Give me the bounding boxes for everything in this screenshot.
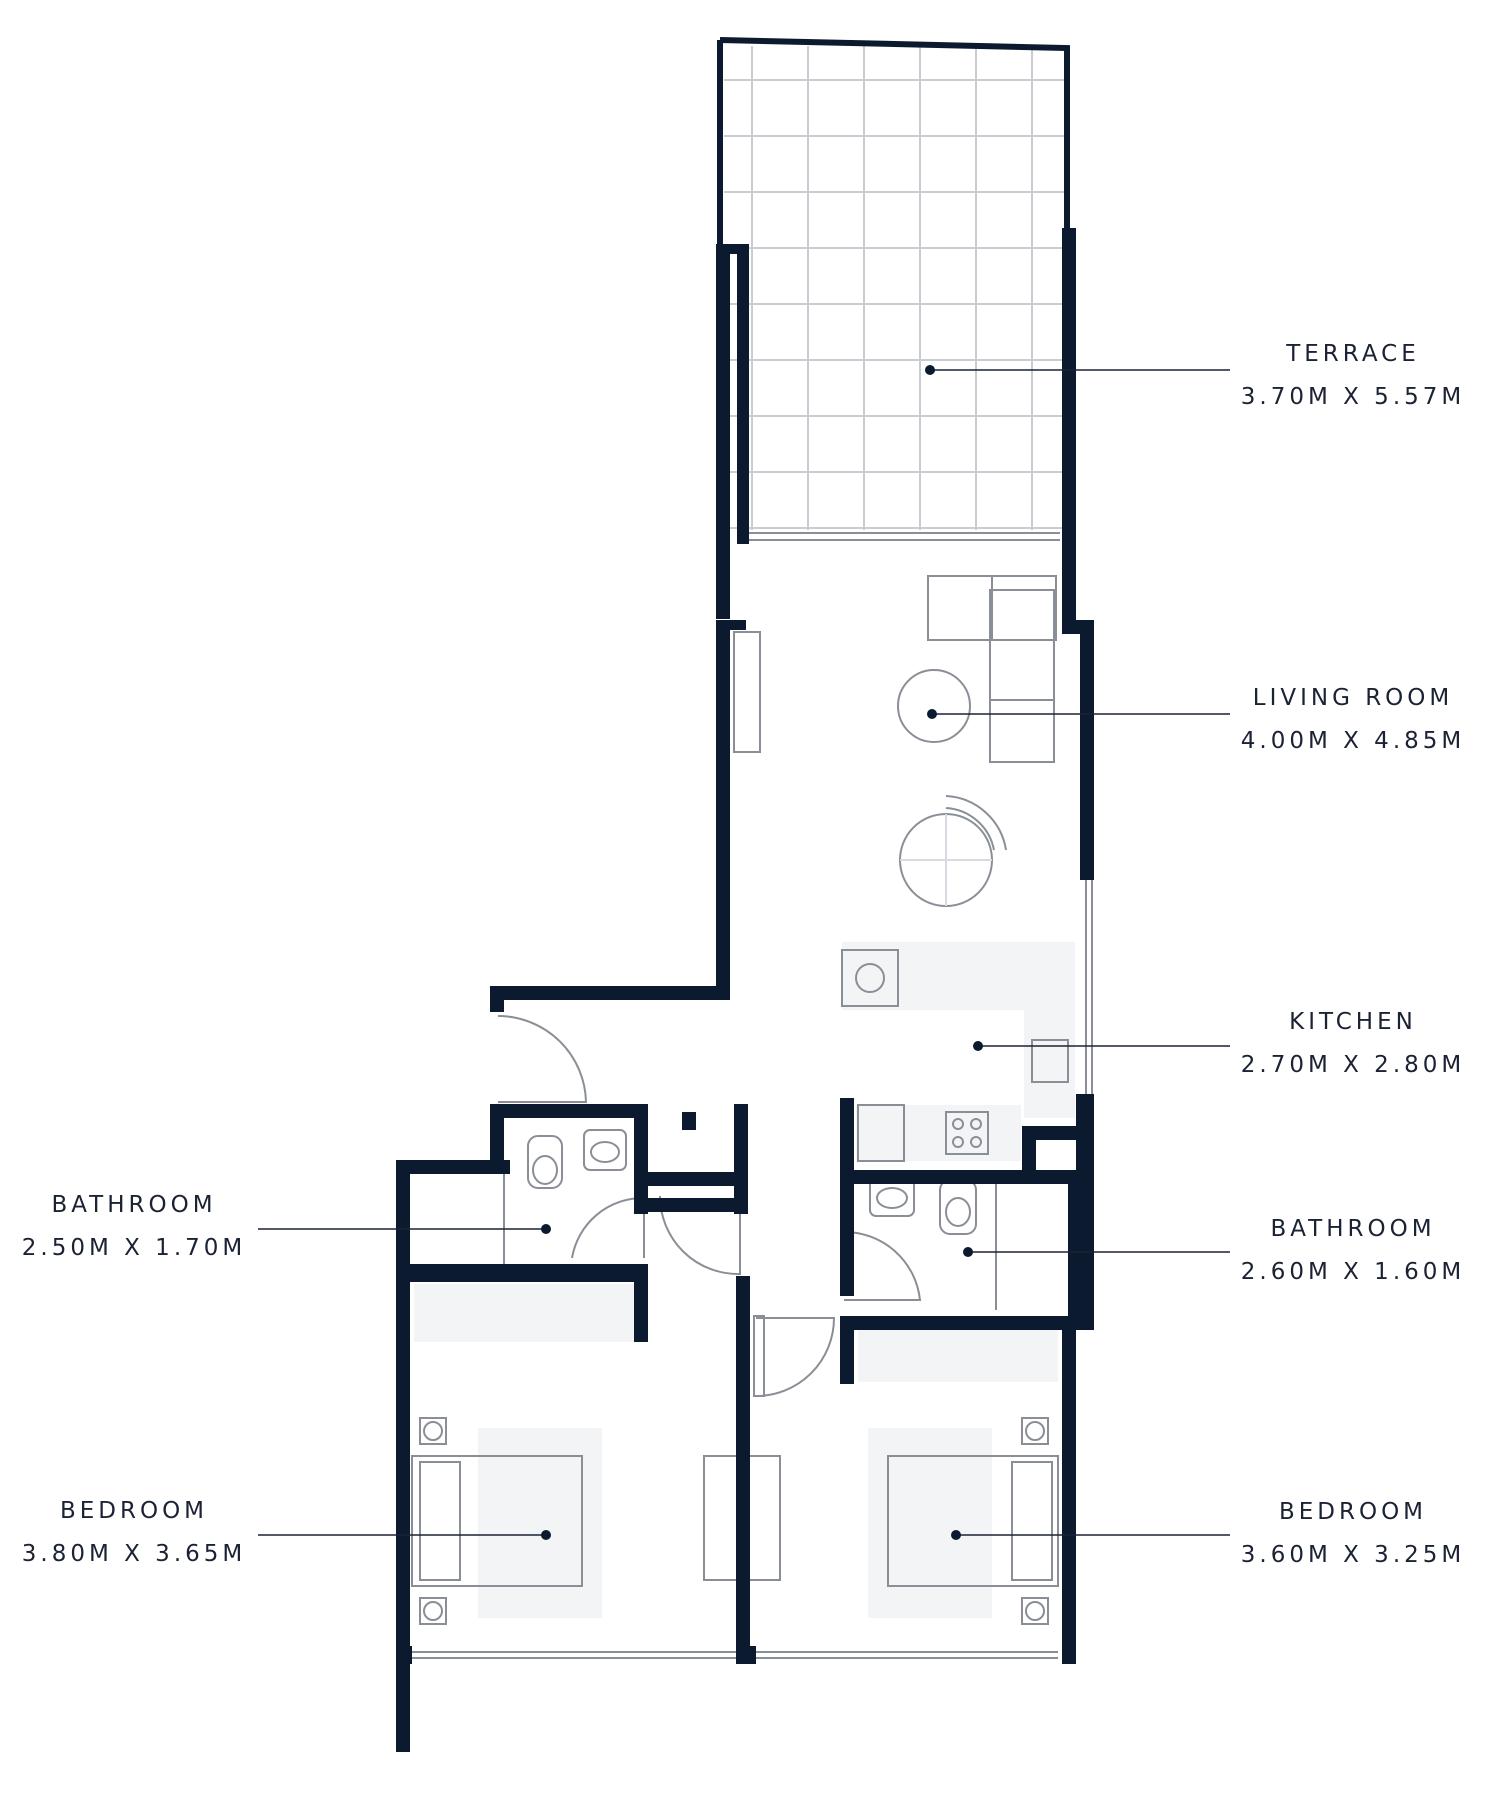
- living-room-name: LIVING ROOM: [1252, 685, 1454, 711]
- door-panel-living: [733, 631, 761, 753]
- bathroom-left-name: BATHROOM: [51, 1192, 217, 1218]
- bedroom-left-size: 3.80M X 3.65M: [21, 1541, 247, 1567]
- nightstand-right-top: [1021, 1417, 1049, 1445]
- wall-segment: [716, 244, 730, 619]
- wall-segment: [840, 1170, 1080, 1184]
- bed-right: [887, 1455, 1059, 1587]
- wardrobe-right: [858, 1328, 1058, 1382]
- bedroom-left-label: BEDROOM 3.80M X 3.65M: [0, 1490, 304, 1576]
- bathroom-right-door-swing: [843, 1230, 922, 1301]
- wall-segment: [682, 1112, 696, 1130]
- nightstand-left-top: [419, 1417, 447, 1445]
- wall-segment: [1062, 228, 1076, 628]
- bathroom-right-leader-dot: [963, 1247, 973, 1257]
- bedroom-right-leader-dot: [951, 1530, 961, 1540]
- wall-segment: [634, 1172, 748, 1186]
- bedroom-left-leader-dot: [541, 1530, 551, 1540]
- wall-segment: [396, 1264, 648, 1282]
- kitchen-appliance: [841, 949, 899, 1007]
- wall-segment: [490, 1104, 504, 1174]
- wall-segment: [490, 1104, 648, 1118]
- terrace-size: 3.70M X 5.57M: [1240, 384, 1466, 410]
- wall-segment: [490, 986, 504, 1012]
- wall-segment: [736, 1276, 750, 1662]
- bedroom-right-label: BEDROOM 3.60M X 3.25M: [1183, 1491, 1486, 1577]
- wall-segment: [396, 1160, 410, 1752]
- bathroom-right-label: BATHROOM 2.60M X 1.60M: [1183, 1208, 1486, 1294]
- dining-chair: [945, 807, 995, 851]
- coffee-table: [897, 669, 971, 743]
- wall-segment: [396, 1646, 412, 1664]
- bedroom-left-door-swing: [755, 1317, 836, 1397]
- bedroom-right-name: BEDROOM: [1278, 1499, 1428, 1525]
- kitchen-name: KITCHEN: [1289, 1009, 1417, 1035]
- bedroom-left-name: BEDROOM: [59, 1498, 209, 1524]
- wall-segment: [1022, 1126, 1036, 1178]
- hall-door-swing: [659, 1195, 741, 1276]
- wall-segment: [1022, 1126, 1082, 1140]
- terrace-label: TERRACE 3.70M X 5.57M: [1183, 333, 1486, 419]
- terrace-tile-grid: [724, 46, 1064, 530]
- wall-segment: [736, 1646, 756, 1664]
- bathroom-left-door-swing: [571, 1196, 645, 1259]
- bathroom-right-name: BATHROOM: [1270, 1216, 1436, 1242]
- kitchen-sink: [1031, 1039, 1069, 1083]
- terrace-leader-dot: [925, 365, 935, 375]
- leader-lines: [258, 365, 1230, 1540]
- living-room-size: 4.00M X 4.85M: [1240, 728, 1466, 754]
- wall-segment: [490, 986, 730, 1000]
- wall-segment: [716, 620, 746, 630]
- terrace-outline: [717, 37, 1070, 245]
- entry-door-swing: [497, 1015, 588, 1103]
- wall-segment: [634, 1264, 648, 1342]
- kitchen-size: 2.70M X 2.80M: [1240, 1052, 1466, 1078]
- sofa-side: [989, 589, 1055, 763]
- bathroom-left-leader-dot: [541, 1224, 551, 1234]
- wall-segment: [1062, 1316, 1076, 1664]
- washbasin-left: [583, 1129, 627, 1171]
- kitchen-lower-counter: [856, 1105, 1021, 1161]
- living-room-label: LIVING ROOM 4.00M X 4.85M: [1183, 677, 1486, 763]
- terrace-name: TERRACE: [1286, 341, 1420, 367]
- nightstand-right-bottom: [1021, 1597, 1049, 1625]
- wall-segment: [1080, 620, 1094, 880]
- nightstand-left-bottom: [419, 1597, 447, 1625]
- wall-segment: [716, 620, 730, 998]
- walls: [396, 228, 1094, 1752]
- kitchen-leader-dot: [973, 1041, 983, 1051]
- door-panel-bedroom-left: [753, 1315, 765, 1397]
- bathroom-left-size: 2.50M X 1.70M: [21, 1235, 247, 1261]
- wall-segment: [840, 1316, 1094, 1330]
- bathroom-right-size: 2.60M X 1.60M: [1240, 1259, 1466, 1285]
- wall-segment: [840, 1098, 854, 1296]
- wall-segment: [634, 1198, 748, 1212]
- wall-segment: [634, 1104, 648, 1214]
- bedroom-right-size: 3.60M X 3.25M: [1240, 1542, 1466, 1568]
- wardrobe-left: [414, 1284, 634, 1342]
- kitchen-counter: [842, 942, 1075, 1118]
- fridge: [857, 1104, 905, 1162]
- bathroom-left-label: BATHROOM 2.50M X 1.70M: [0, 1184, 304, 1270]
- bed-left: [411, 1455, 583, 1587]
- hob: [945, 1111, 989, 1155]
- wall-segment: [734, 1104, 748, 1214]
- kitchen-label: KITCHEN 2.70M X 2.80M: [1183, 1001, 1486, 1087]
- wall-segment: [1068, 1170, 1094, 1320]
- door-swings: [497, 1015, 922, 1397]
- wall-segment: [396, 1160, 510, 1174]
- living-room-leader-dot: [927, 709, 937, 719]
- wall-segment: [737, 244, 749, 544]
- wall-segment: [840, 1316, 854, 1384]
- toilet-left: [527, 1135, 563, 1189]
